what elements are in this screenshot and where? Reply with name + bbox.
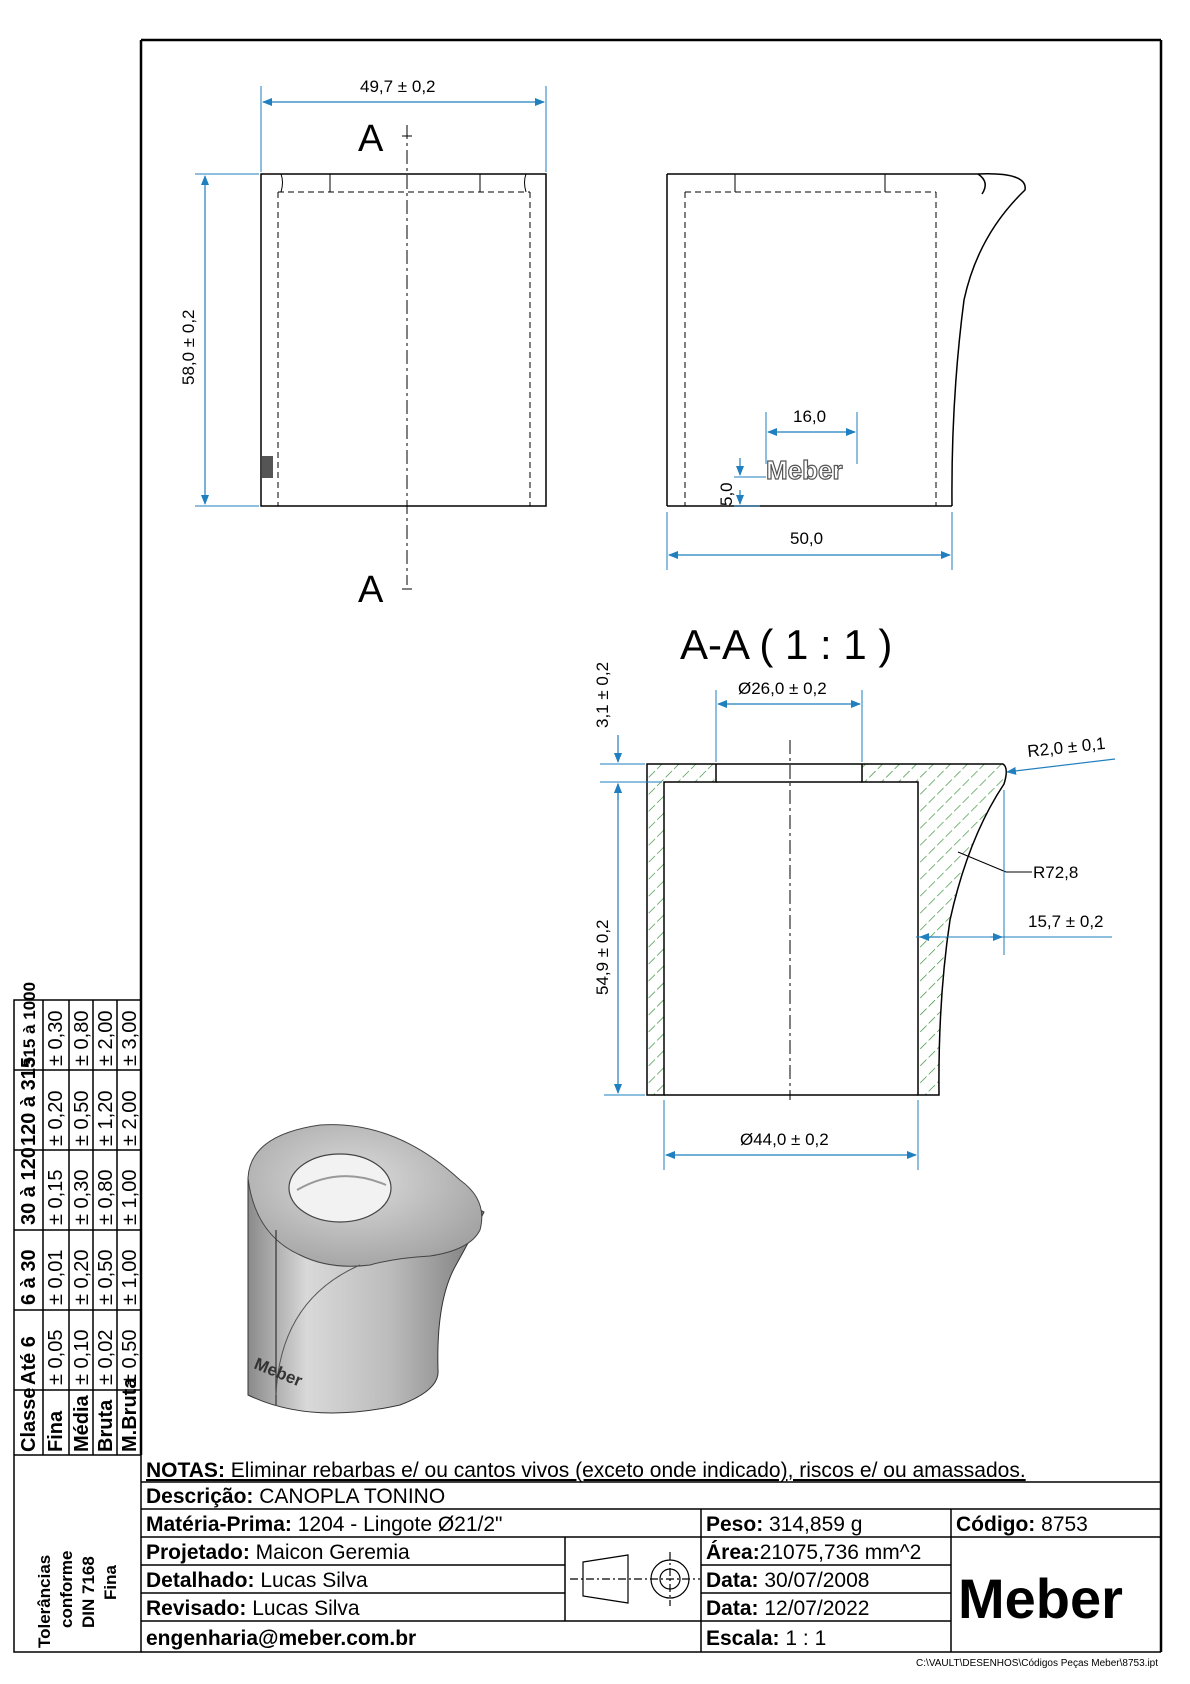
tol-cell: ± 0,01 — [45, 1250, 67, 1305]
tol-cell: ± 0,20 — [45, 1091, 67, 1146]
tol-cell: ± 0,50 — [71, 1091, 93, 1146]
tol-cell: ± 0,30 — [45, 1011, 67, 1066]
projetado-field: Projetado: Maicon Geremia — [146, 1541, 410, 1564]
section-hatched-body — [646, 763, 1007, 1096]
section-marker-bottom: A — [358, 569, 384, 611]
tol-cell: ± 1,00 — [119, 1170, 141, 1225]
tol-caption-3: Fina — [101, 1565, 120, 1600]
tol-range-0: Até 6 — [18, 1336, 40, 1385]
email-field: engenharia@meber.com.br — [146, 1627, 416, 1650]
tol-cell: ± 0,10 — [71, 1330, 93, 1385]
front-view: A A 49,7 ± 0,2 58,0 ± 0,2 — [179, 77, 547, 611]
tol-cell: ± 2,00 — [95, 1011, 117, 1066]
tol-class-0: Fina — [45, 1410, 67, 1452]
peso-field: Peso: 314,859 g — [706, 1513, 862, 1536]
revisado-field: Revisado: Lucas Silva — [146, 1597, 360, 1620]
detalhado-field: Detalhado: Lucas Silva — [146, 1569, 368, 1592]
tol-range-3: 120 à 315 — [18, 1057, 40, 1146]
dim-side-width-label: 50,0 — [790, 529, 823, 548]
tol-cell: ± 0,05 — [45, 1330, 67, 1385]
dimension-hole-diameter: Ø26,0 ± 0,2 — [715, 679, 863, 762]
projection-symbol-icon — [570, 1552, 700, 1606]
data2-field: Data: 12/07/2022 — [706, 1597, 869, 1620]
dim-top-thickness-label: 3,1 ± 0,2 — [593, 662, 612, 728]
dim-curve-radius-label: R72,8 — [1033, 863, 1078, 882]
dimension-curve-radius: R72,8 — [957, 851, 1078, 882]
materia-field: Matéria-Prima: 1204 - Lingote Ø21/2" — [146, 1513, 503, 1536]
tol-cell: ± 0,50 — [95, 1250, 117, 1305]
tol-cell: ± 0,20 — [71, 1250, 93, 1305]
dimension-side-width: 50,0 — [666, 512, 953, 570]
tol-header-classe: Classe — [18, 1388, 40, 1453]
tol-cell: ± 1,00 — [119, 1250, 141, 1305]
dimension-front-height: 58,0 ± 0,2 — [179, 173, 259, 507]
dim-logo-height-label: 5,0 — [717, 482, 736, 506]
tol-cell: ± 0,80 — [95, 1170, 117, 1225]
tolerance-table: Classe Até 6 6 à 30 30 à 120 120 à 315 3… — [13, 982, 142, 1653]
escala-field: Escala: 1 : 1 — [706, 1627, 826, 1650]
tol-class-3: M.Bruta — [119, 1377, 141, 1452]
data1-field: Data: 30/07/2008 — [706, 1569, 869, 1592]
tol-range-1: 6 à 30 — [18, 1249, 40, 1305]
dim-inner-height-label: 54,9 ± 0,2 — [593, 920, 612, 996]
dimension-logo-width: 16,0 — [765, 407, 858, 464]
tol-cell: ± 2,00 — [119, 1091, 141, 1146]
section-marker-top: A — [358, 118, 384, 160]
section-view: A-A ( 1 : 1 ) 3,1 ± 0,2 Ø26,0 ± 0,2 R2,0… — [593, 621, 1116, 1170]
side-view: Meber 16,0 5,0 50,0 — [666, 173, 1026, 570]
tol-class-1: Média — [71, 1394, 93, 1452]
side-logo: Meber — [766, 455, 843, 485]
tol-cell: ± 0,15 — [45, 1170, 67, 1225]
dim-corner-radius-label: R2,0 ± 0,1 — [1026, 734, 1106, 761]
descricao-field: Descrição: CANOPLA TONINO — [146, 1485, 445, 1508]
tol-cell: ± 1,20 — [95, 1091, 117, 1146]
dimension-inner-height: 54,9 ± 0,2 — [593, 781, 662, 1096]
tol-range-4: 315 à 1000 — [20, 982, 39, 1067]
codigo-field: Código: 8753 — [956, 1513, 1088, 1536]
file-path: C:\VAULT\DESENHOS\Códigos Peças Meber\87… — [916, 1658, 1158, 1669]
dimension-corner-radius: R2,0 ± 0,1 — [1006, 734, 1116, 775]
tol-caption-0: Tolerâncias — [35, 1555, 54, 1648]
tol-cell: ± 0,30 — [71, 1170, 93, 1225]
isometric-view: Meber — [247, 1124, 485, 1414]
tol-cell: ± 0,50 — [119, 1330, 141, 1385]
title-block: NOTAS: Eliminar rebarbas e/ ou cantos vi… — [141, 1459, 1161, 1669]
dimension-offset: 15,7 ± 0,2 — [916, 790, 1112, 955]
tol-class-2: Bruta — [95, 1399, 117, 1452]
tol-caption-2: DIN 7168 — [79, 1556, 98, 1628]
dim-front-height-label: 58,0 ± 0,2 — [179, 310, 198, 386]
tol-range-2: 30 à 120 — [18, 1147, 40, 1225]
dimension-logo-height: 5,0 — [717, 458, 766, 507]
dim-outer-diameter-label: Ø44,0 ± 0,2 — [740, 1130, 829, 1149]
dim-front-width-label: 49,7 ± 0,2 — [360, 77, 436, 96]
area-field: Área:21075,736 mm^2 — [706, 1541, 921, 1564]
dimension-outer-diameter: Ø44,0 ± 0,2 — [663, 1100, 919, 1170]
tol-cell: ± 3,00 — [119, 1011, 141, 1066]
tol-cell: ± 0,80 — [71, 1011, 93, 1066]
dimension-front-width: 49,7 ± 0,2 — [260, 77, 547, 172]
tol-caption-1: conforme — [57, 1551, 76, 1628]
dim-logo-width-label: 16,0 — [793, 407, 826, 426]
section-title: A-A ( 1 : 1 ) — [680, 621, 892, 668]
company-logo: Meber — [958, 1567, 1123, 1630]
notes-line: NOTAS: Eliminar rebarbas e/ ou cantos vi… — [146, 1459, 1026, 1482]
dim-offset-label: 15,7 ± 0,2 — [1028, 912, 1104, 931]
dim-hole-label: Ø26,0 ± 0,2 — [738, 679, 827, 698]
tol-cell: ± 0,02 — [95, 1330, 117, 1385]
